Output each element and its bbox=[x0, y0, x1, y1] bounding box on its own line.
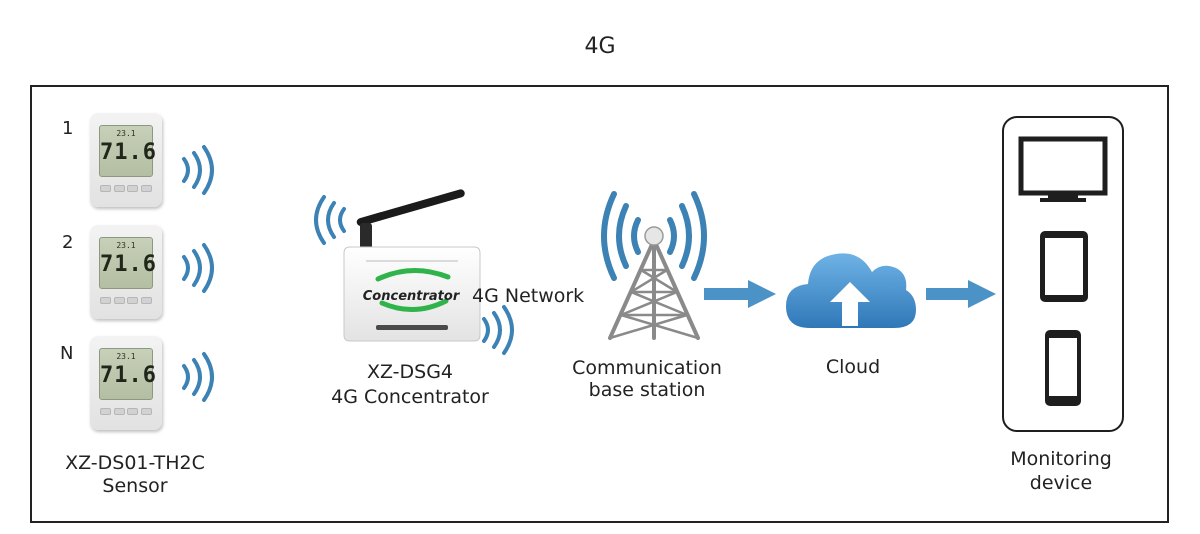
concentrator-brand: Concentrator bbox=[362, 289, 460, 304]
sensor-type: Sensor bbox=[102, 475, 168, 497]
sensor-device-1: 23.1 71.6 bbox=[90, 113, 162, 207]
concentrator-name: 4G Concentrator bbox=[331, 386, 489, 408]
network-label: 4G Network bbox=[472, 285, 585, 307]
concentrator-router-icon bbox=[343, 189, 481, 342]
sensor-device-n: 23.1 71.6 bbox=[90, 336, 162, 430]
sensor-label-n: N bbox=[60, 343, 74, 364]
sensor-display: 23.1 71.6 bbox=[99, 125, 157, 177]
arrow-right-icon bbox=[704, 280, 776, 308]
sensor-device-2: 23.1 71.6 bbox=[90, 225, 162, 319]
arrow-right-icon bbox=[926, 280, 996, 308]
sensor-display: 23.1 71.6 bbox=[99, 348, 157, 400]
sensor-temperature: 23.1 bbox=[116, 241, 136, 250]
sensor-humidity: 71.6 bbox=[100, 252, 157, 277]
wireless-wave-icon bbox=[182, 243, 214, 293]
monitoring-label-2: device bbox=[1029, 472, 1093, 494]
sensor-label-2: 2 bbox=[62, 232, 74, 253]
tablet-icon bbox=[1040, 231, 1088, 302]
base-station-label-1: Communication bbox=[572, 357, 722, 379]
sensor-keys bbox=[100, 297, 152, 305]
wireless-wave-icon bbox=[314, 195, 346, 245]
wireless-wave-icon bbox=[482, 305, 514, 355]
sensor-name: XZ-DS01-TH2C bbox=[65, 452, 205, 474]
cloud-upload-icon bbox=[786, 253, 916, 328]
sensor-humidity: 71.6 bbox=[100, 140, 157, 165]
sensor-keys bbox=[100, 408, 152, 416]
phone-icon bbox=[1045, 330, 1081, 406]
monitoring-label-1: Monitoring bbox=[1010, 448, 1112, 470]
sensor-label-1: 1 bbox=[62, 118, 74, 139]
base-station-label-2: base station bbox=[588, 379, 706, 401]
sensor-temperature: 23.1 bbox=[116, 129, 136, 138]
sensor-keys bbox=[100, 185, 152, 193]
cloud-label: Cloud bbox=[825, 356, 881, 378]
concentrator-model: XZ-DSG4 bbox=[366, 361, 454, 383]
cell-tower-icon bbox=[601, 191, 707, 340]
sensor-humidity: 71.6 bbox=[100, 363, 157, 388]
wireless-wave-icon bbox=[182, 145, 214, 195]
diagram-title: 4G bbox=[584, 34, 616, 59]
sensor-temperature: 23.1 bbox=[116, 352, 136, 361]
diagram-frame bbox=[30, 85, 1169, 523]
monitor-icon bbox=[1018, 136, 1108, 202]
wireless-wave-icon bbox=[182, 352, 214, 402]
sensor-display: 23.1 71.6 bbox=[99, 237, 157, 289]
